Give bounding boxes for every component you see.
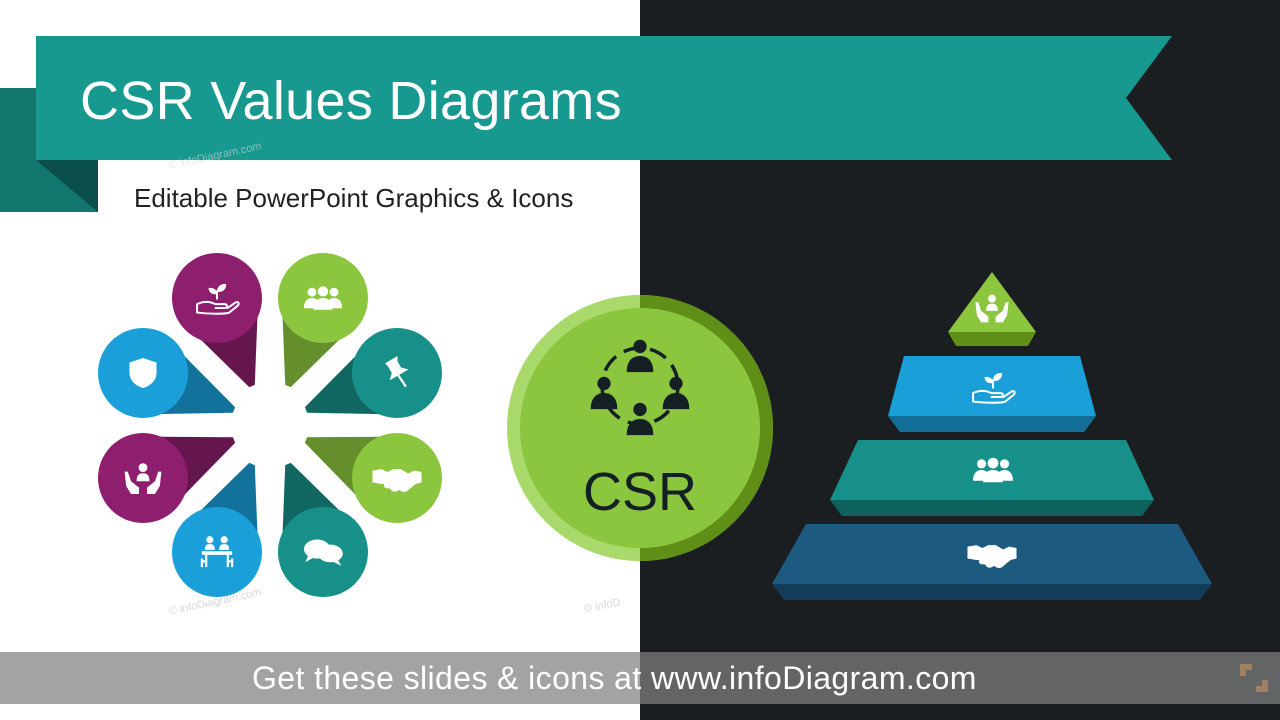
petal-diagram <box>98 253 442 597</box>
petal-7 <box>98 433 236 523</box>
petal-2 <box>278 253 368 388</box>
page-subtitle: Editable PowerPoint Graphics & Icons <box>134 183 574 213</box>
petal-5 <box>278 462 368 597</box>
petal-3 <box>304 328 442 418</box>
pyramid-diagram <box>772 272 1212 600</box>
footer-link-text[interactable]: Get these slides & icons at www.infoDiag… <box>252 660 977 696</box>
pyramid-level-4 <box>772 524 1212 600</box>
people-network-icon <box>590 339 690 436</box>
petal-4 <box>304 433 442 523</box>
pyramid-level-2 <box>888 356 1096 432</box>
csr-label: CSR <box>583 462 697 522</box>
petal-1 <box>172 253 262 388</box>
petal-6 <box>172 462 262 597</box>
csr-center: CSR <box>507 295 773 561</box>
pyramid-level-1 <box>948 272 1036 346</box>
pyramid-level-3 <box>830 440 1154 516</box>
petal-8 <box>98 328 236 418</box>
title-ribbon <box>0 36 1172 212</box>
page-title: CSR Values Diagrams <box>80 71 622 131</box>
footer-bar <box>0 652 1280 704</box>
